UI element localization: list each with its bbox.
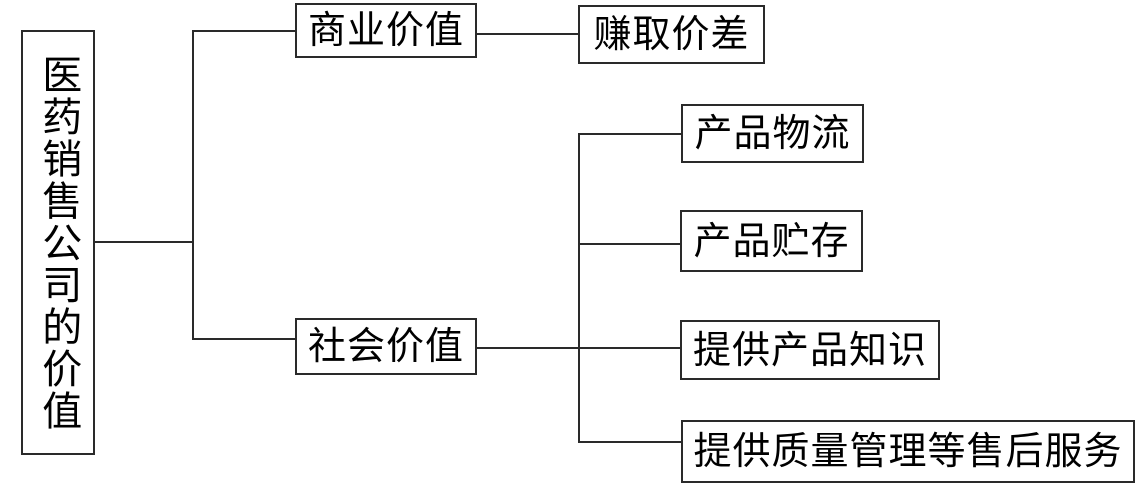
node-product-storage-label: 产品贮存 — [693, 218, 850, 263]
node-product-logistics-label: 产品物流 — [694, 111, 851, 156]
node-social-value[interactable]: 社会价值 — [295, 318, 477, 375]
connector-to-product-logistics — [578, 133, 683, 135]
connector-level3-trunk — [578, 133, 580, 443]
connector-social-stem — [477, 347, 683, 349]
connector-to-product-storage — [578, 243, 683, 245]
node-provide-quality-management-aftersales-service-label: 提供质量管理等售后服务 — [693, 429, 1123, 474]
connector-to-commercial-value — [192, 30, 297, 32]
connector-commercial-to-price-margin — [477, 33, 580, 35]
connector-to-social-value — [192, 338, 297, 340]
node-root-company-value[interactable]: 医药销售公司的价值 — [21, 30, 95, 455]
node-provide-quality-management-aftersales-service[interactable]: 提供质量管理等售后服务 — [681, 420, 1135, 483]
connector-to-aftersales-service — [578, 441, 683, 443]
node-commercial-value[interactable]: 商业价值 — [295, 3, 477, 58]
node-earn-price-margin-label: 赚取价差 — [593, 12, 750, 57]
node-root-label: 医药销售公司的价值 — [35, 53, 82, 432]
node-product-logistics[interactable]: 产品物流 — [681, 104, 864, 163]
node-product-storage[interactable]: 产品贮存 — [680, 210, 863, 272]
connector-root-stem — [95, 241, 194, 243]
node-social-value-label: 社会价值 — [307, 324, 464, 369]
node-commercial-value-label: 商业价值 — [307, 8, 464, 53]
connector-level2-trunk — [192, 30, 194, 340]
node-provide-product-knowledge[interactable]: 提供产品知识 — [680, 320, 940, 380]
node-provide-product-knowledge-label: 提供产品知识 — [692, 327, 927, 372]
node-earn-price-margin[interactable]: 赚取价差 — [578, 5, 765, 64]
